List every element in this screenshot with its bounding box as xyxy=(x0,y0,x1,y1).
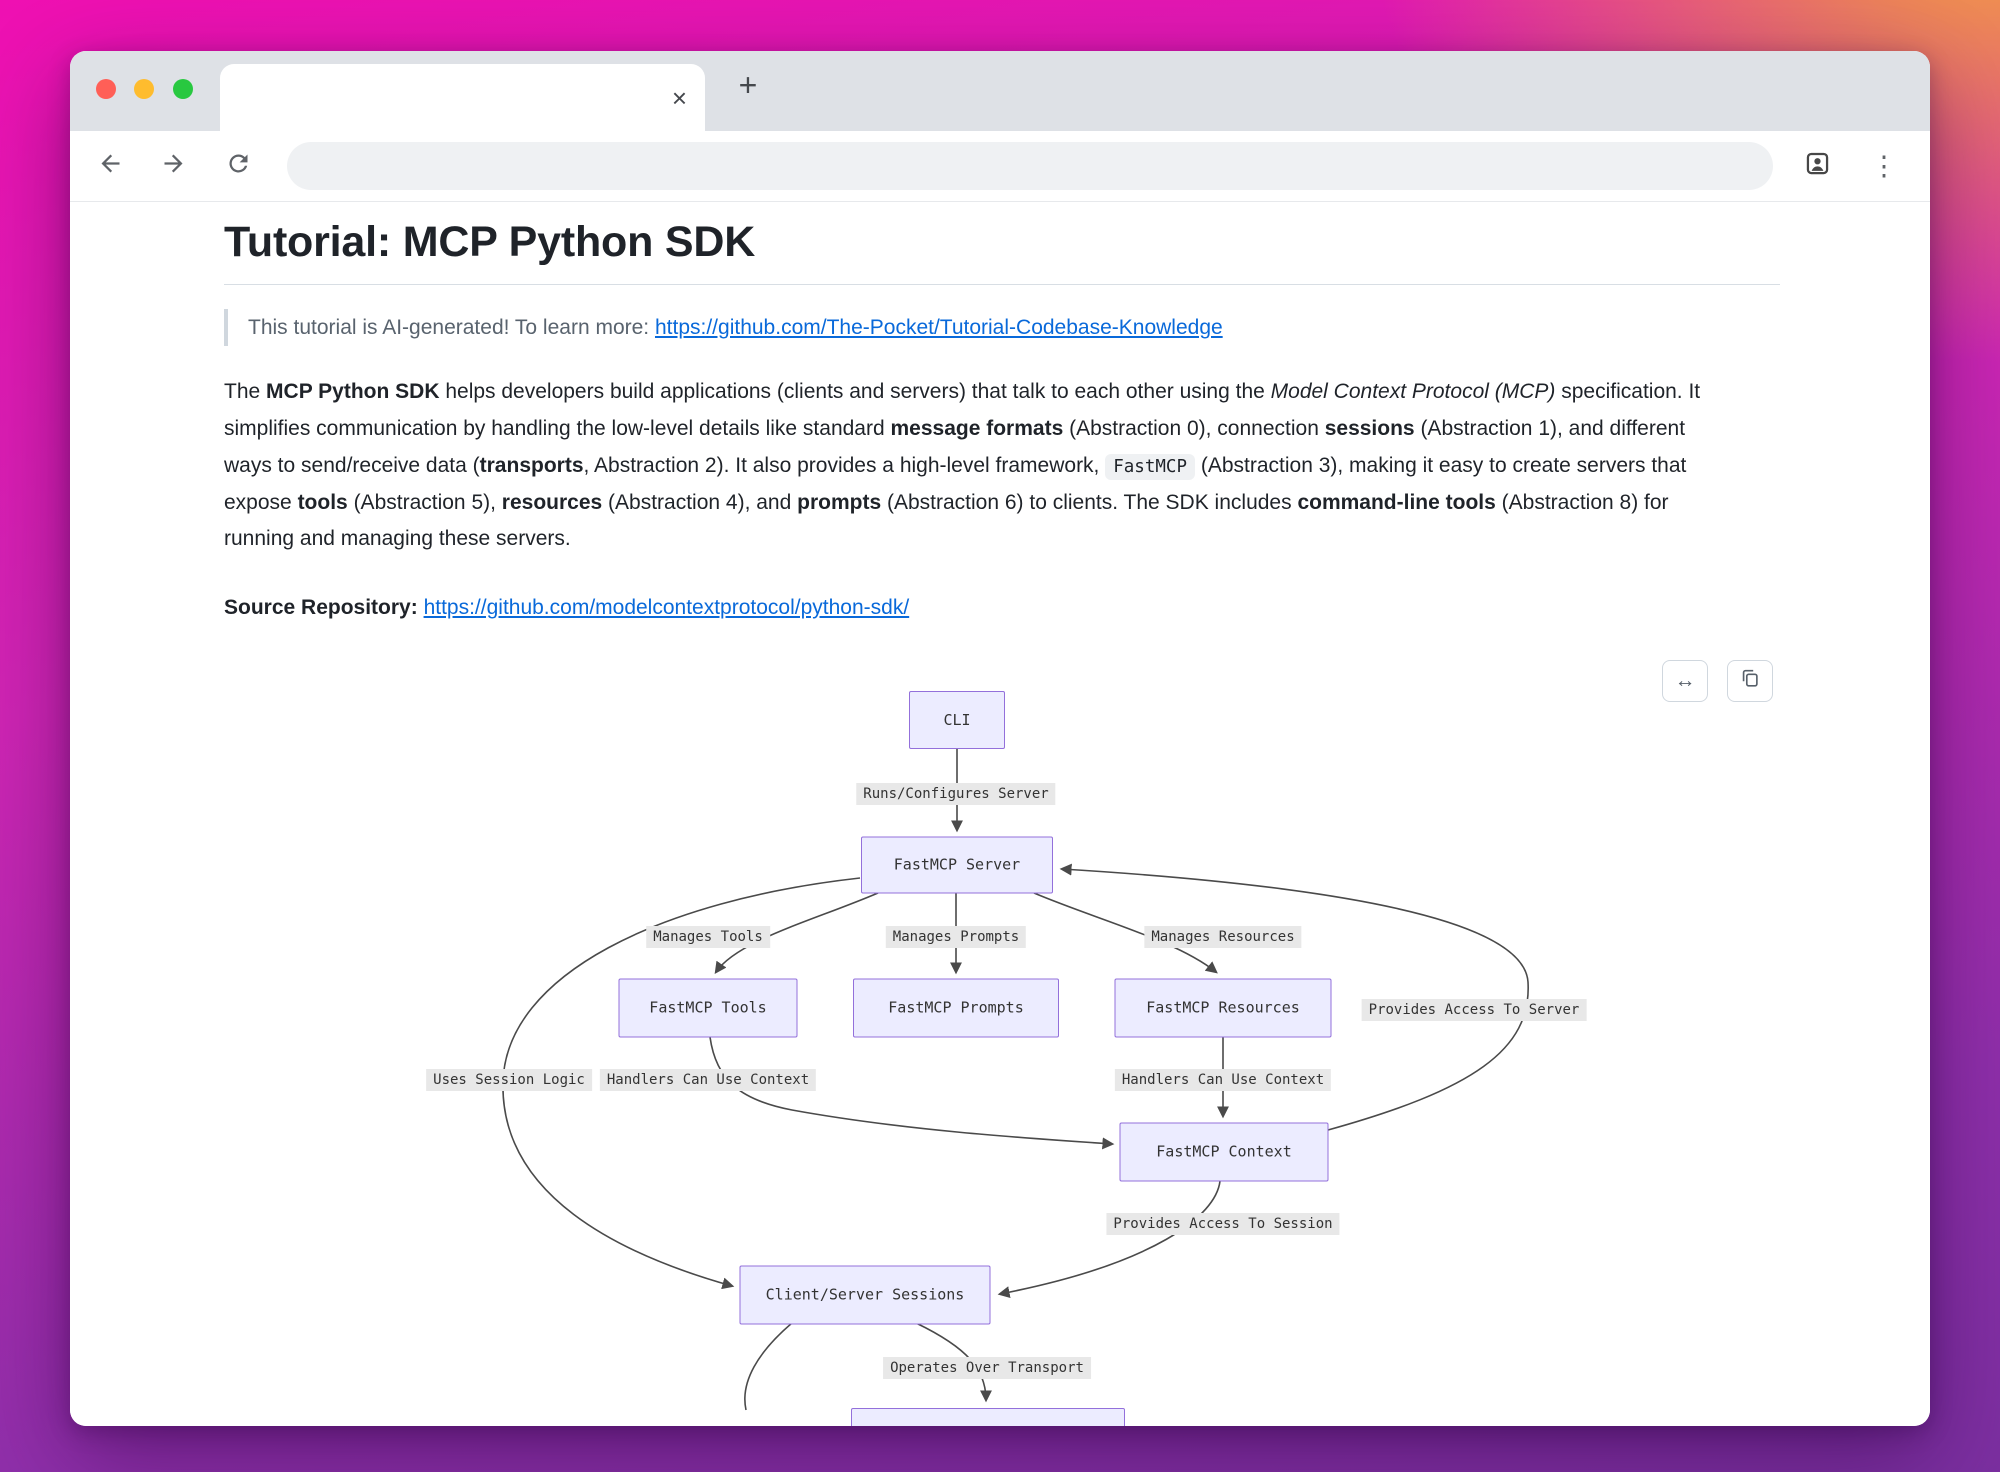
callout-text: This tutorial is AI-generated! To learn … xyxy=(248,315,655,339)
back-button[interactable] xyxy=(88,144,132,188)
edge-label: Uses Session Logic xyxy=(426,1068,592,1091)
intro-bold: sessions xyxy=(1324,417,1415,440)
diagram-node-fastmcp-server: FastMCP Server xyxy=(861,836,1053,894)
page-title: Tutorial: MCP Python SDK xyxy=(224,216,1780,285)
diagram-node-fastmcp-context: FastMCP Context xyxy=(1119,1122,1329,1182)
forward-arrow-icon xyxy=(160,150,187,182)
browser-window: × + xyxy=(70,51,1930,1426)
source-repository-label: Source Repository: xyxy=(224,596,418,619)
intro-text: (Abstraction 0), connection xyxy=(1063,417,1325,440)
intro-paragraph: The MCP Python SDK helps developers buil… xyxy=(224,374,1724,558)
intro-bold: resources xyxy=(501,490,603,514)
intro-italic: Model Context Protocol (MCP) xyxy=(1270,380,1556,404)
diagram-node-cli: CLI xyxy=(909,690,1005,749)
tab-strip: × + xyxy=(70,51,1930,131)
address-bar[interactable] xyxy=(287,142,1773,190)
flowchart-diagram: ↔ xyxy=(70,652,1930,1426)
new-tab-button[interactable]: + xyxy=(738,66,758,103)
edge-label: Runs/Configures Server xyxy=(856,782,1056,805)
intro-bold: transports xyxy=(479,453,584,477)
intro-bold: message formats xyxy=(890,417,1064,440)
edge-label: Manages Tools xyxy=(646,925,770,948)
edge-label: Manages Prompts xyxy=(885,925,1027,948)
edge-label: Provides Access To Server xyxy=(1361,998,1587,1021)
intro-text: (Abstraction 8) for running and managing… xyxy=(224,490,1669,551)
page-content: Tutorial: MCP Python SDK This tutorial i… xyxy=(70,202,1930,1426)
copy-icon xyxy=(1739,667,1761,695)
intro-text: , Abstraction 2). It also provides a hig… xyxy=(583,453,1106,477)
diagram-node-fastmcp-prompts: FastMCP Prompts xyxy=(853,978,1059,1038)
tutorial-codebase-link[interactable]: https://github.com/The-Pocket/Tutorial-C… xyxy=(654,315,1223,339)
inline-code-fastmcp: FastMCP xyxy=(1105,453,1195,480)
zoom-window-button[interactable] xyxy=(173,79,193,99)
edge-label: Handlers Can Use Context xyxy=(599,1068,817,1091)
edge-label: Manages Resources xyxy=(1144,925,1302,948)
intro-text: (Abstraction 6) to clients. The SDK incl… xyxy=(881,490,1298,514)
edge-label: Provides Access To Session xyxy=(1106,1212,1340,1235)
diagram-edges xyxy=(502,747,1529,1410)
intro-text: helps developers build applications (cli… xyxy=(439,380,1271,404)
intro-text: (Abstraction 5), xyxy=(347,490,502,514)
close-window-button[interactable] xyxy=(96,79,116,99)
intro-text: The xyxy=(224,380,267,404)
intro-bold: command-line tools xyxy=(1297,490,1496,514)
diagram-node-client-server-sessions: Client/Server Sessions xyxy=(739,1265,991,1325)
forward-button[interactable] xyxy=(151,144,195,188)
diagram-copy-button[interactable] xyxy=(1727,659,1773,702)
source-repository-link[interactable]: https://github.com/modelcontextprotocol/… xyxy=(423,596,910,619)
edge-label: Operates Over Transport xyxy=(883,1356,1091,1379)
diagram-expand-button[interactable]: ↔ xyxy=(1662,659,1708,702)
minimize-window-button[interactable] xyxy=(134,79,154,99)
reload-icon xyxy=(225,150,252,182)
edge-label: Handlers Can Use Context xyxy=(1114,1068,1332,1091)
source-repository-line: Source Repository: https://github.com/mo… xyxy=(224,590,1780,627)
kebab-menu-icon: ⋮ xyxy=(1870,150,1898,181)
diagram-node-fastmcp-resources: FastMCP Resources xyxy=(1114,978,1332,1038)
menu-button[interactable]: ⋮ xyxy=(1862,144,1906,188)
back-arrow-icon xyxy=(97,150,124,182)
intro-text: specification. It simplifies communicati… xyxy=(224,380,1701,440)
tab-close-icon[interactable]: × xyxy=(671,82,687,113)
browser-toolbar: ⋮ xyxy=(70,131,1930,202)
browser-tab[interactable]: × xyxy=(220,64,705,131)
reload-button[interactable] xyxy=(216,144,260,188)
ai-generated-callout: This tutorial is AI-generated! To learn … xyxy=(224,308,1748,347)
diagram-node-fastmcp-tools: FastMCP Tools xyxy=(618,978,798,1038)
intro-text: (Abstraction 1), and different ways to s… xyxy=(224,417,1686,477)
diagram-node-cutoff xyxy=(851,1407,1125,1426)
intro-text: (Abstraction 4), and xyxy=(602,490,798,514)
profile-button[interactable] xyxy=(1795,144,1839,188)
profile-icon xyxy=(1804,150,1831,182)
intro-text: (Abstraction 3), making it easy to creat… xyxy=(224,453,1687,514)
intro-bold: MCP Python SDK xyxy=(266,380,440,404)
intro-bold: prompts xyxy=(797,490,882,514)
expand-horizontal-icon: ↔ xyxy=(1674,668,1696,692)
intro-bold: tools xyxy=(297,490,348,514)
